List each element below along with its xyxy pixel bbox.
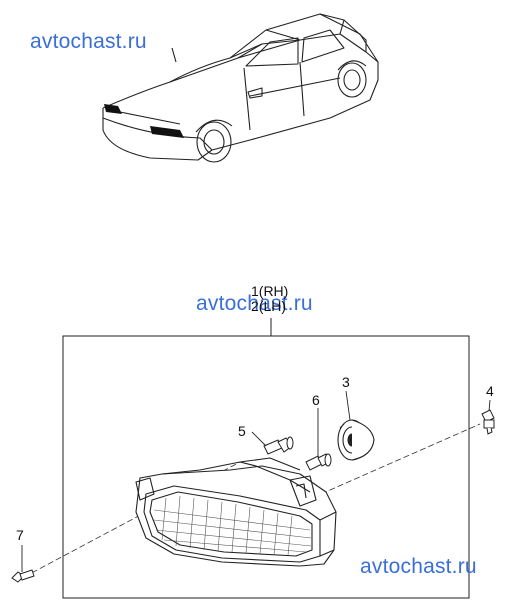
- bulb-part-5: [263, 436, 294, 455]
- headlamp-assembly: [135, 457, 337, 567]
- callout-part-6: 6: [312, 392, 320, 408]
- callout-headlamp-lh: 2(LH): [251, 298, 287, 314]
- car-headlamp-left-highlight: [104, 104, 122, 114]
- exploded-view-frame: [62, 335, 470, 599]
- callout-part-3: 3: [342, 374, 350, 390]
- screw-part-7: [11, 569, 35, 583]
- callout-headlamp-rh: 1(RH): [251, 283, 289, 299]
- leader-5: [251, 431, 267, 447]
- leader-4: [488, 399, 491, 412]
- lens-pattern: [153, 495, 312, 556]
- bulb-part-6: [305, 453, 332, 471]
- socket-cap-part-3: [337, 419, 375, 461]
- callout-part-7: 7: [16, 527, 24, 543]
- leader-3: [345, 390, 351, 421]
- watermark: avtochast.ru: [196, 292, 313, 315]
- car-illustration: [102, 13, 379, 163]
- callout-part-4: 4: [486, 383, 494, 399]
- watermark: avtochast.ru: [360, 555, 477, 578]
- watermark: avtochast.ru: [30, 30, 147, 53]
- callout-part-5: 5: [238, 423, 246, 439]
- screw-part-4: [481, 409, 495, 435]
- car-headlamp-right-highlight: [150, 126, 184, 138]
